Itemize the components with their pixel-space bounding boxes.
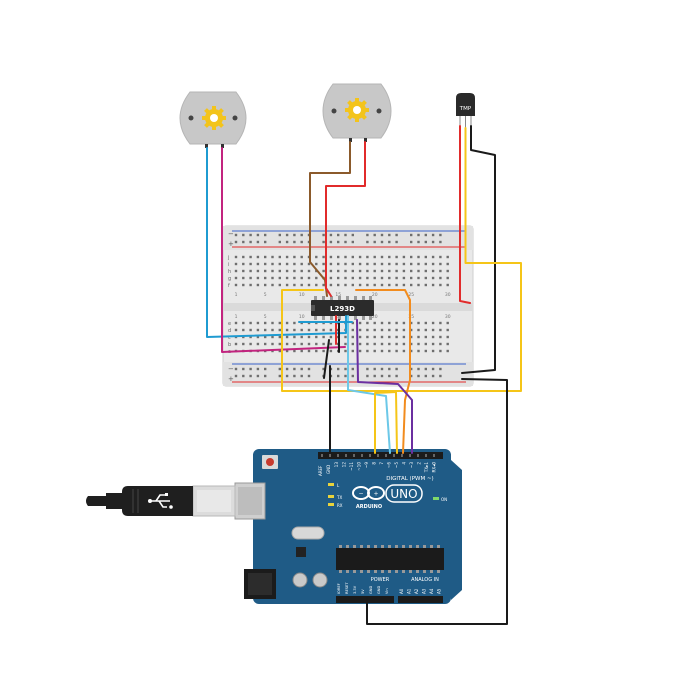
chip-label: L293D [330,305,355,313]
digital-pin-label: ~11 [349,462,354,471]
wire-blue-motor1 [206,147,347,338]
led-tx-label: TX [336,495,342,500]
wire-cyan [347,315,391,454]
led-l-label: L [337,483,340,488]
digital-pin-label: ~6 [387,462,392,469]
analog-header-label: ANALOG IN [411,577,439,583]
breadboard-holes [234,233,449,378]
power-pin-label: 3.3V [353,585,357,594]
column-number: 15 [335,292,341,298]
digital-header-label: DIGITAL (PWM ~) [386,476,433,482]
column-number: 25 [408,314,414,320]
wire-magenta-motor1 [221,147,346,353]
wire-purple [356,319,413,454]
row-letter: f [228,283,230,289]
power-pin-label: RESET [345,582,349,594]
column-number: 5 [264,314,267,320]
digital-pin-label: ~3 [409,462,414,469]
led-rx-label: RX [337,503,343,508]
power-pin-label: GND [377,586,381,594]
wire-yellow-tmp [281,127,522,392]
column-number: 30 [445,314,451,320]
analog-pin-label: A1 [407,588,412,594]
power-pin-labels: IOREF RESET 3.3V 5V GND GND Vin [337,582,389,594]
reset-button[interactable] [266,458,274,466]
analog-pin-label: A4 [429,588,434,594]
temperature-sensor[interactable]: TMP [456,93,475,128]
power-pin-label: 5V [361,589,365,594]
column-number: 5 [264,292,267,298]
row-letter: b [228,342,231,348]
column-number: 30 [445,292,451,298]
column-number: 20 [372,314,378,320]
row-letter: e [228,321,231,327]
row-letter: g [228,276,231,282]
wire-red-tmp [459,125,471,304]
power-pin-label: IOREF [337,583,341,594]
column-number: 1 [235,314,238,320]
wire-black-jumper2 [323,339,330,379]
wire-orange [355,289,411,454]
motor-gear-icon [345,98,369,122]
motor-gear-icon [202,106,226,130]
aref-label: AREF [318,465,323,476]
digital-pin-label: RX◂0 [432,462,437,473]
rail-plus-label-bottom: + [228,375,234,383]
wire-black-tmp [461,125,496,374]
dc-motor-right[interactable] [322,83,392,142]
arduino-infinity-logo-icon: − + [352,486,385,500]
led-on-label: ON [441,497,447,502]
dc-motor-left[interactable] [179,91,247,148]
rail-minus-label-bottom: − [228,365,234,373]
power-header-label: POWER [371,577,390,583]
digital-pin-label: ~9 [364,462,369,469]
digital-pin-label: ~5 [394,462,399,469]
column-number: 20 [372,292,378,298]
row-letter: i [228,262,229,268]
column-number: 1 [235,292,238,298]
sensor-label: TMP [459,106,472,112]
wire-black-rail-arduino-gnd [366,378,508,625]
digital-pin-label: 7 [379,462,384,465]
row-letter: d [228,328,231,334]
row-letter: h [228,269,231,275]
digital-pin-label: 13 [334,462,339,468]
digital-pin-label: 8 [372,462,377,465]
uno-logo: UNO [390,487,417,501]
column-number: 10 [299,292,305,298]
rail-plus-label-top: + [228,240,234,248]
l293d-chip[interactable]: L293D [311,296,374,320]
wires[interactable] [206,125,522,625]
digital-pin-label: 2 [417,462,422,465]
svg-text:+: + [373,491,378,498]
analog-pin-label: A3 [422,588,427,594]
digital-pin-label: ~10 [357,462,362,471]
digital-pin-label: 12 [342,462,347,468]
row-letter: j [227,255,229,261]
column-number: 25 [408,292,414,298]
arduino-brand: ARDUINO [356,504,382,510]
power-pin-label: GND [369,586,373,594]
gnd-label: GND [326,465,331,474]
wire-red-motor2 [325,141,366,297]
wire-yellow-pin [374,391,398,454]
digital-pin-label: TX▸1 [424,462,429,474]
svg-text:−: − [358,491,363,498]
usb-cable-icon [86,485,236,517]
analog-pin-label: A2 [414,588,419,594]
power-pin-label: Vin [385,588,389,594]
column-number: 10 [299,314,305,320]
analog-pin-label: A0 [399,588,404,594]
rail-minus-label-top: − [228,230,234,238]
analog-pin-label: A5 [437,588,442,594]
row-letter: c [228,335,231,341]
digital-pin-label: 4 [402,462,407,465]
